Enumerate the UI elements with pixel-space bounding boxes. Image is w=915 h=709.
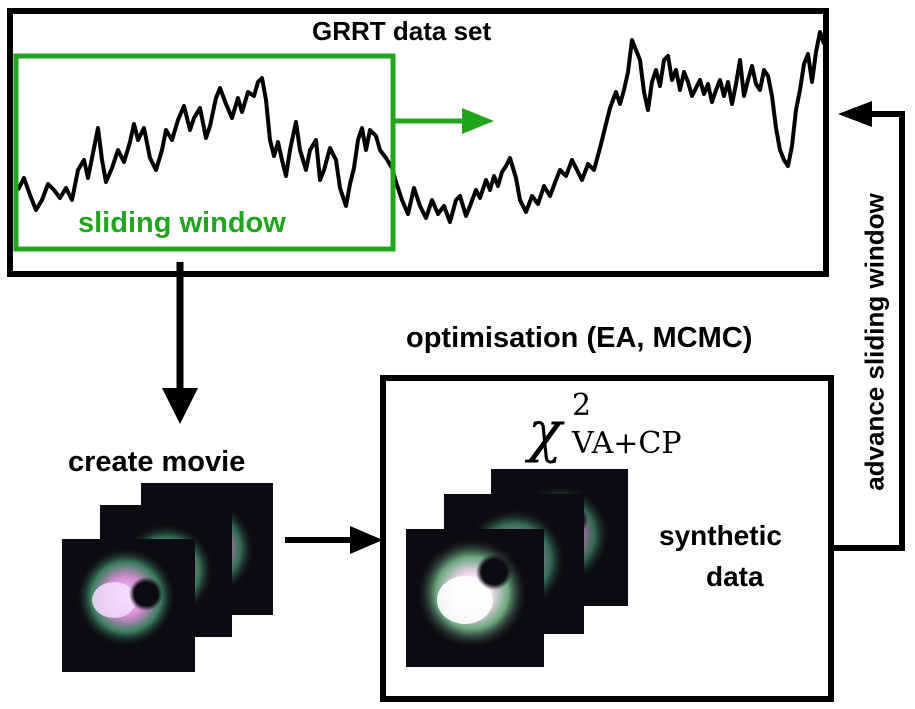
arrow-to-movie-head	[162, 388, 198, 424]
chi-superscript: 2	[572, 388, 592, 423]
create-movie-label: create movie	[68, 446, 246, 478]
sliding-window-box	[13, 53, 396, 252]
grrt-title: GRRT data set	[312, 16, 492, 46]
sliding-window-label: sliding window	[78, 207, 286, 239]
window-advance-arrowhead	[462, 108, 494, 134]
optimisation-box	[380, 375, 834, 702]
feedback-loop	[831, 111, 905, 551]
grrt-box	[7, 8, 829, 277]
chi-symbol: χ	[528, 400, 562, 465]
movie-frame-front	[62, 539, 195, 672]
synthetic-label-line1: synthetic	[659, 520, 782, 551]
light-curve	[16, 30, 826, 224]
synthetic-frame-front	[406, 529, 544, 667]
optimisation-label: optimisation (EA, MCMC)	[406, 322, 753, 354]
advance-window-label: advance sliding window	[859, 193, 890, 491]
synthetic-label-line2: data	[706, 561, 764, 592]
chi-subscript: VA+CP	[572, 426, 682, 461]
arrow-to-optimisation-head	[350, 526, 383, 554]
movie-frames	[62, 483, 273, 672]
feedback-arrowhead	[838, 101, 872, 127]
synthetic-frames	[406, 469, 628, 667]
